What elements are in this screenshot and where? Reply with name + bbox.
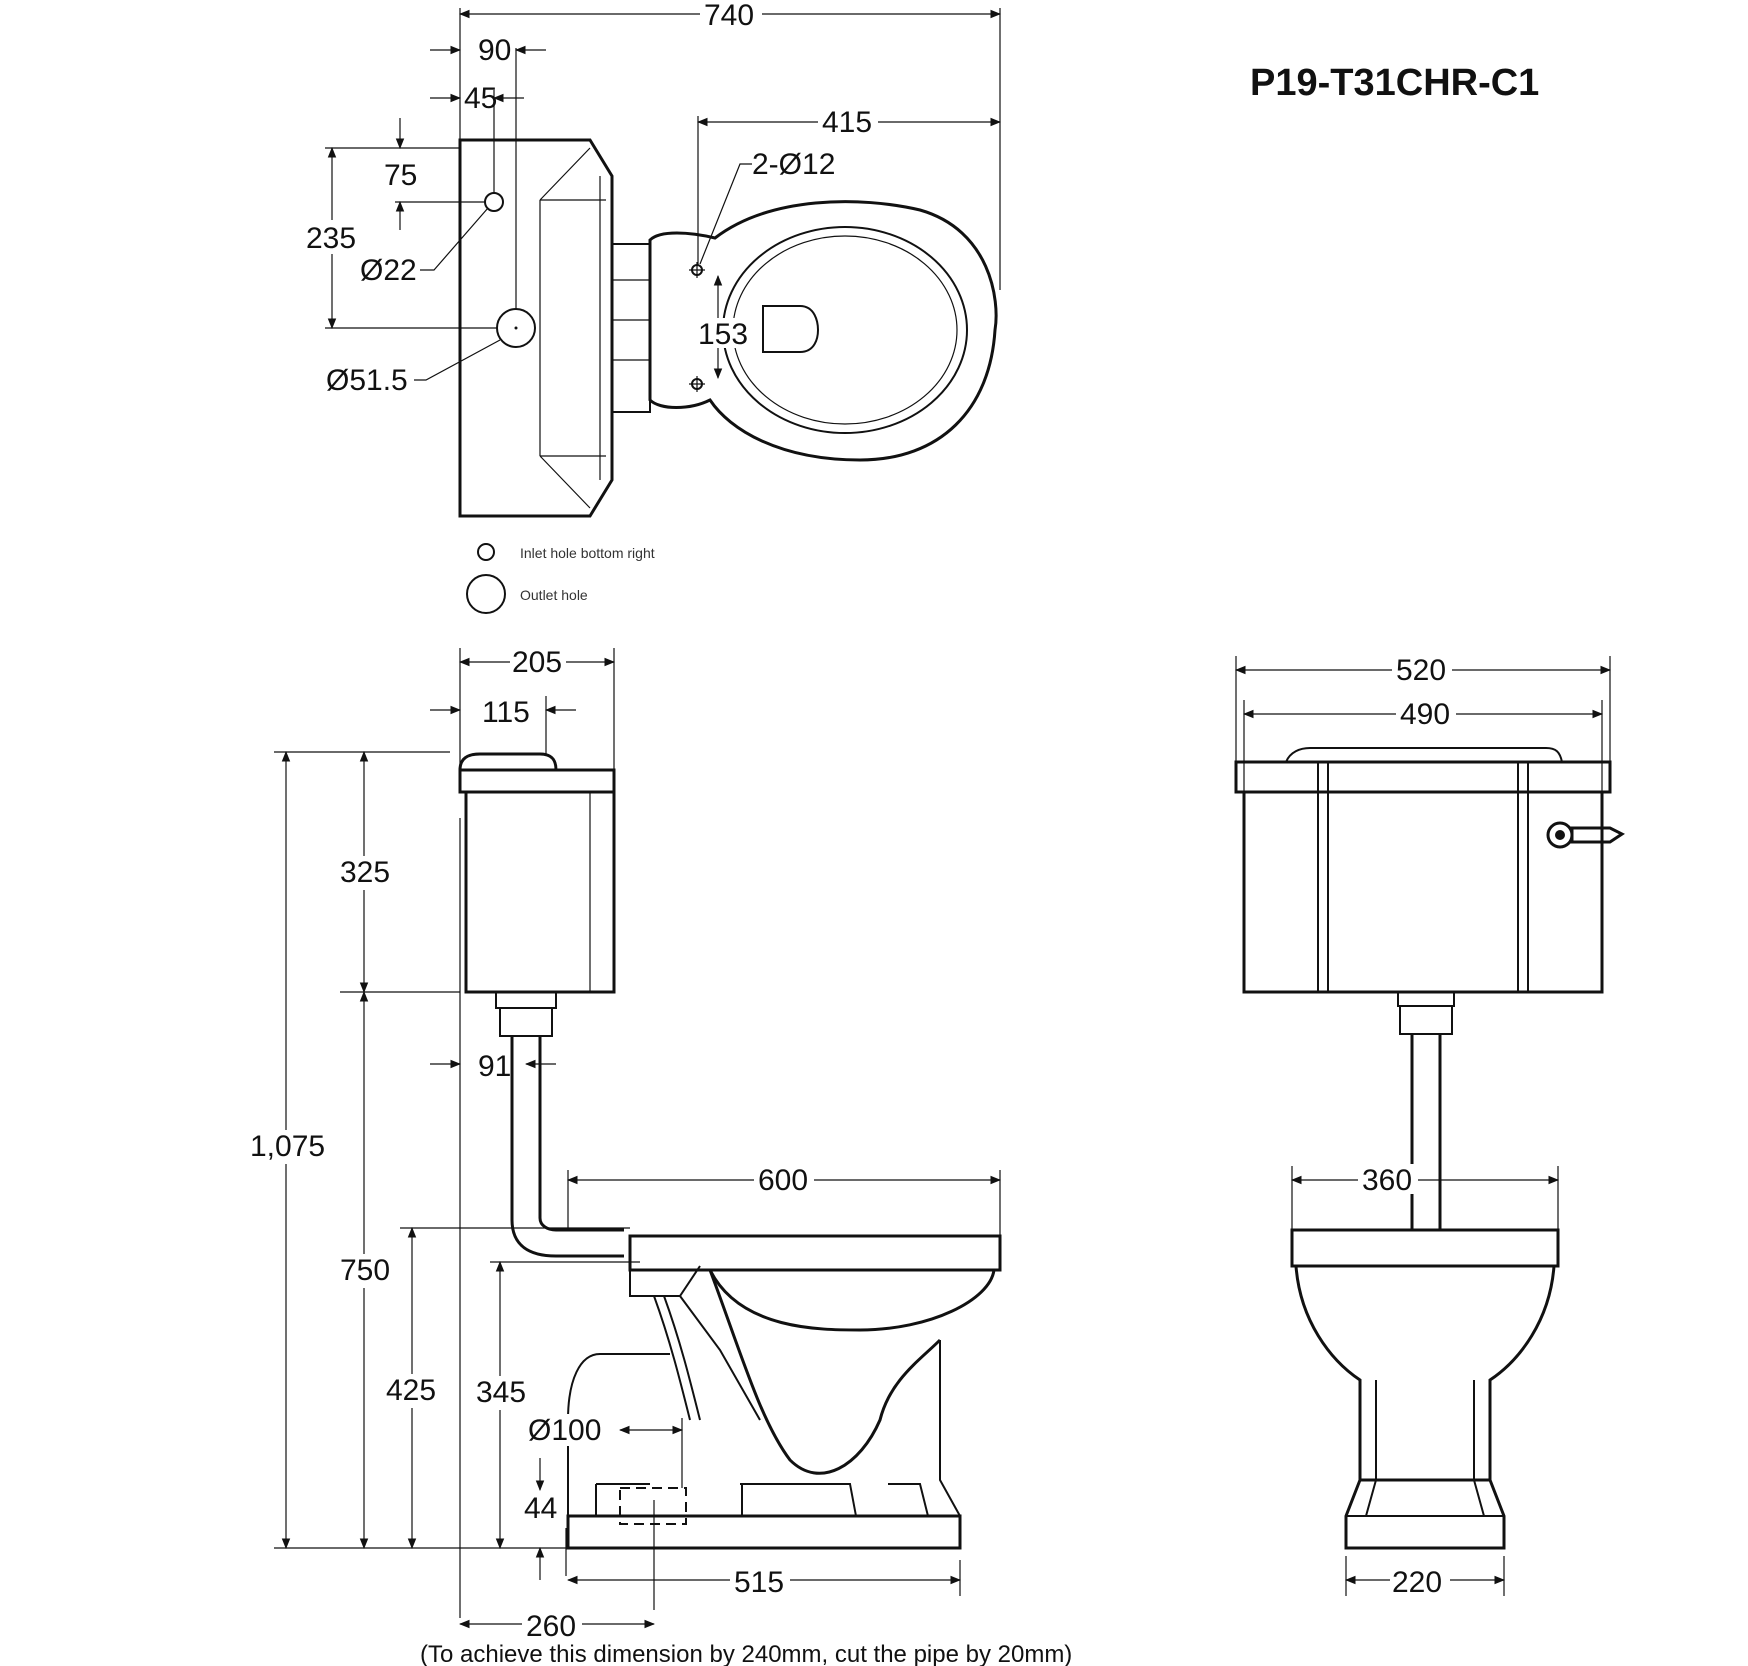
legend-inlet: Inlet hole bottom right [520,545,655,561]
dim-220: 220 [1392,1566,1442,1599]
dim-490: 490 [1400,698,1450,731]
dim-22: Ø22 [360,254,417,287]
dim-260: 260 [526,1610,576,1643]
legend-outlet: Outlet hole [520,587,588,603]
dim-45: 45 [464,82,497,115]
dim-515: 515 [734,1566,784,1599]
dim-750: 750 [340,1254,390,1287]
dim-91: 91 [478,1050,511,1083]
dim-2-12: 2-Ø12 [752,148,835,181]
dim-520: 520 [1396,654,1446,687]
dim-205: 205 [512,646,562,679]
pipe-cut-note: (To achieve this dimension by 240mm, cut… [420,1641,1072,1666]
dim-415: 415 [822,106,872,139]
dim-345: 345 [476,1376,526,1409]
dim-44: 44 [524,1492,557,1525]
dim-153: 153 [698,318,748,351]
dim-740: 740 [704,0,754,32]
dim-425: 425 [386,1374,436,1407]
dim-360: 360 [1362,1164,1412,1197]
dim-235: 235 [306,222,356,255]
dim-325: 325 [340,856,390,889]
dim-90: 90 [478,34,511,67]
product-code: P19-T31CHR-C1 [1250,62,1539,104]
dim-1075: 1,075 [250,1130,325,1163]
dim-600: 600 [758,1164,808,1197]
front-view: 520 490 360 220 [1234,654,1625,1599]
dim-51-5: Ø51.5 [326,364,408,397]
plan-view: 740 90 45 415 2-Ø12 75 235 Ø22 153 Ø51.5 [304,0,1002,614]
dim-100: Ø100 [528,1414,601,1447]
dim-75: 75 [384,159,417,192]
side-view: 205 115 1,075 325 750 91 600 425 345 [248,646,1072,1666]
dim-115: 115 [482,696,530,729]
